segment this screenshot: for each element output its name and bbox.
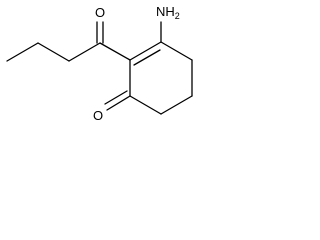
- bond-ring-c2-c3: [129, 41, 162, 61]
- bond-chain-ch2-ch2: [37, 42, 70, 62]
- bond-ring-c3-c4: [160, 41, 193, 61]
- bond-ring-c2-c3-inner: [133, 49, 161, 66]
- bond-ring-c6-c1: [129, 95, 162, 115]
- bond-ring-carbonyl-double-b: [104, 90, 128, 105]
- bond-chain-ch3-ch2: [6, 42, 39, 62]
- atom-label-ring-oxygen: O: [93, 108, 103, 123]
- bond-ring-carbonyl-double-a: [106, 95, 131, 111]
- chemical-structure-diagram: NH2 O O: [6, 4, 193, 123]
- amino-label-main: NH: [156, 4, 175, 19]
- atom-label-chain-oxygen: O: [95, 5, 105, 20]
- atom-label-amino: NH2: [156, 4, 180, 21]
- amino-label-subscript: 2: [175, 11, 180, 21]
- bond-chain-ch2-carbonyl: [68, 42, 101, 62]
- bond-ring-c5-c6: [160, 95, 193, 115]
- bond-carbonyl-to-ring: [99, 42, 131, 61]
